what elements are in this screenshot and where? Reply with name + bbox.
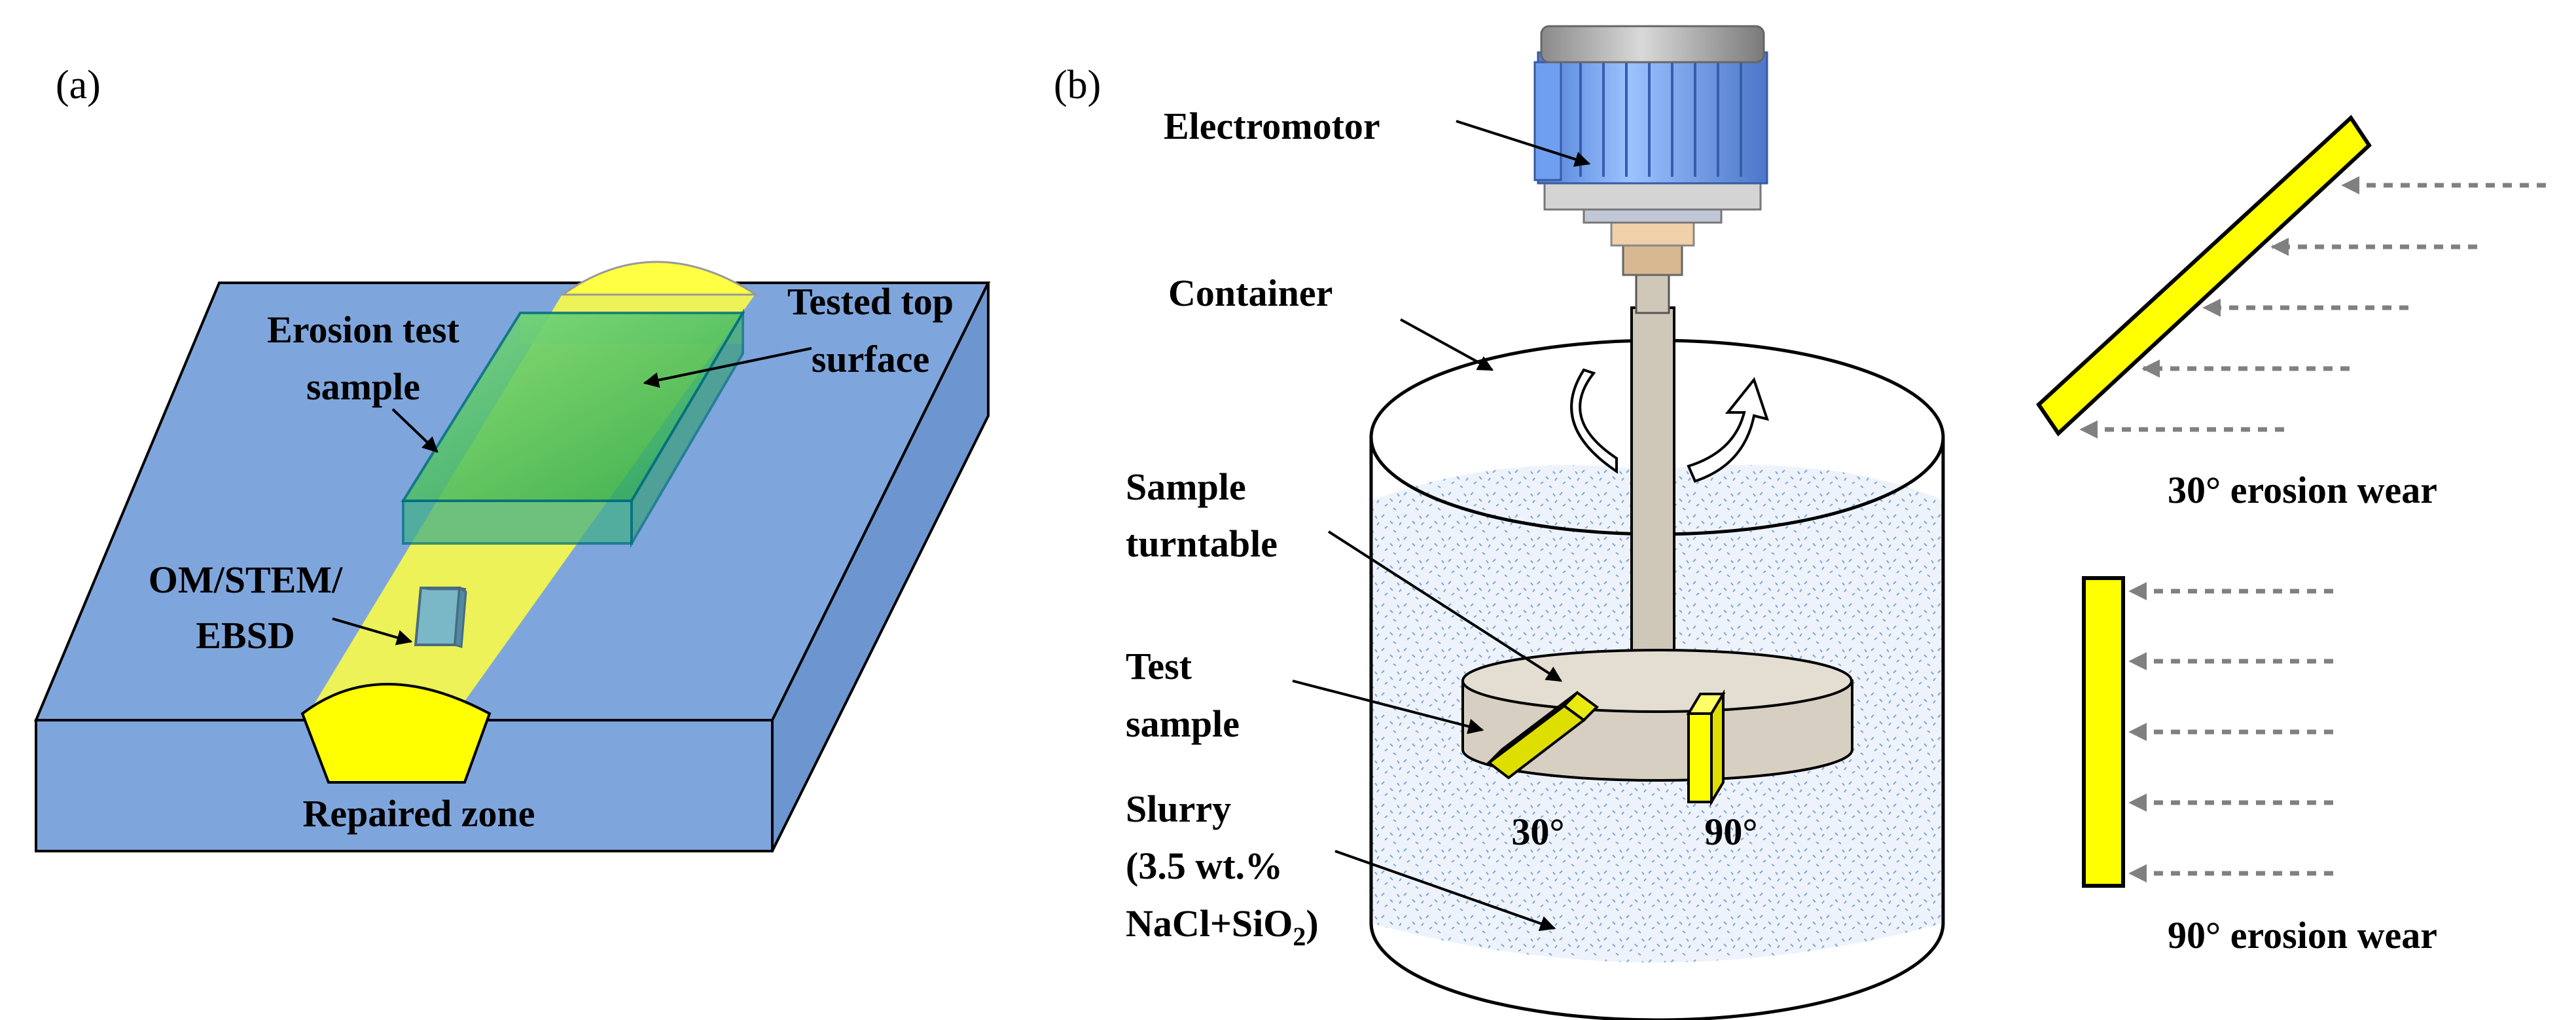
panel-a-label: (a) [56,63,101,107]
rotation-arrow [1570,368,1770,483]
slurry-arrow [1334,850,1556,932]
slurry-label-3-end: ) [1306,902,1318,945]
slurry-label-2: (3.5 wt.% [1126,845,1283,887]
tested-top-label-2: surface [812,338,929,380]
wear-30-label: 30° erosion wear [2168,469,2437,511]
erosion-sample-arrow [391,408,438,453]
container-arrow [1400,318,1494,371]
test-sample-90 [1686,689,1726,807]
test-sample-label-2: sample [1126,702,1240,745]
electromotor-label: Electromotor [1164,105,1380,147]
panel-b: (b) [1054,25,1945,1020]
om-stem-ebsd-sample [414,586,467,648]
tested-top-label-1: Tested top [787,280,954,323]
erosion-wear-90: 90° erosion wear [2082,576,2437,956]
slurry-label-1: Slurry [1126,788,1231,830]
erosion-sample-label-1: Erosion test [267,308,459,351]
erosion-wear-30: 30° erosion wear [2036,115,2546,511]
electromotor-arrow [1456,120,1591,167]
test-sample-30 [1486,691,1600,780]
turntable-label-2: turntable [1126,522,1278,565]
repaired-zone-label: Repaired zone [303,792,535,835]
container-label: Container [1168,272,1333,314]
electromotor [1533,25,1768,314]
test-sample-arrow [1292,680,1484,735]
turntable-arrow [1327,530,1563,682]
tested-top-arrow [643,347,812,388]
slurry-label-3: NaCl+SiO2) [1126,902,1319,951]
om-arrow [332,617,413,646]
test-sample-label-1: Test [1126,645,1192,687]
om-label-2: EBSD [196,614,295,657]
wear-90-label: 90° erosion wear [2168,914,2437,956]
slurry-label-3-sub: 2 [1293,922,1306,951]
erosion-sample-label-2: sample [306,365,420,408]
om-label-1: OM/STEM/ [149,558,343,601]
erosion-test-sample-box [401,308,745,549]
shaft [1630,306,1675,682]
panel-a: (a) Erosion test sample [33,63,991,852]
panel-b-label: (b) [1054,63,1101,107]
angle-30-label: 30° [1511,811,1564,853]
slurry-label-3-main: NaCl+SiO [1126,902,1293,945]
turntable-label-1: Sample [1126,465,1246,508]
angle-90-label: 90° [1704,811,1757,853]
